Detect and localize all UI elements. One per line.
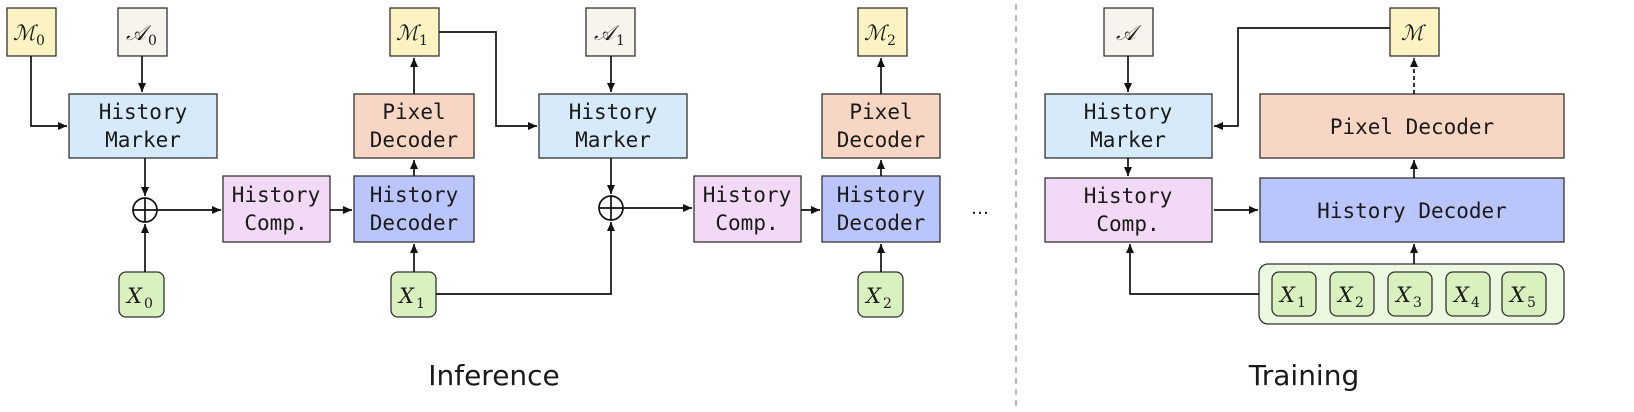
svg-text:3: 3 <box>1413 295 1422 311</box>
training-history-marker: History Marker <box>1044 93 1213 159</box>
svg-text:X: X <box>1508 283 1526 307</box>
svg-text:Marker: Marker <box>105 128 181 152</box>
svg-text:History: History <box>1084 100 1173 124</box>
mask-m-box: ℳ <box>1389 7 1440 57</box>
svg-text:History: History <box>99 100 188 124</box>
svg-text:0: 0 <box>36 33 45 49</box>
svg-text:History: History <box>703 183 792 207</box>
frame-x2-box: X 2 <box>1329 271 1375 317</box>
svg-text:History: History <box>837 183 926 207</box>
svg-text:0: 0 <box>144 296 153 312</box>
frame-x0-box: X 0 <box>118 271 165 318</box>
mask-m1-box: ℳ 1 <box>389 7 440 57</box>
svg-text:History: History <box>370 183 459 207</box>
svg-text:Comp.: Comp. <box>244 211 307 235</box>
history-compressor-2: History Comp. <box>693 175 802 243</box>
svg-text:5: 5 <box>1527 295 1536 311</box>
frame-x1-box: X 1 <box>390 271 437 318</box>
svg-text:1: 1 <box>416 296 425 312</box>
annotation-a1-box: 𝒜 1 <box>585 7 636 57</box>
circled-plus-icon <box>598 195 624 221</box>
training-history-decoder: History Decoder <box>1259 177 1565 243</box>
frame-sequence-group: X 1 X 2 X 3 X 4 X 5 <box>1258 263 1565 325</box>
svg-text:1: 1 <box>616 33 625 49</box>
svg-text:2: 2 <box>887 33 896 49</box>
svg-text:Comp.: Comp. <box>715 211 778 235</box>
svg-text:X: X <box>1452 283 1470 307</box>
mask-m0-box: ℳ 0 <box>6 7 57 57</box>
svg-text:ℳ: ℳ <box>1401 21 1427 45</box>
frame-x2-box: X 2 <box>857 271 904 318</box>
circled-plus-icon <box>132 197 158 223</box>
svg-text:Comp.: Comp. <box>1096 212 1159 236</box>
continuation-ellipsis: … <box>971 198 989 219</box>
pixel-decoder-1: Pixel Decoder <box>353 93 475 159</box>
svg-text:X: X <box>1394 283 1412 307</box>
training-connectors <box>1124 27 1418 295</box>
svg-text:X: X <box>1278 283 1296 307</box>
training-history-compressor: History Comp. <box>1044 177 1213 243</box>
svg-text:History: History <box>569 100 658 124</box>
svg-text:X: X <box>1336 283 1354 307</box>
frame-x5-box: X 5 <box>1501 271 1547 317</box>
svg-text:0: 0 <box>148 33 157 49</box>
svg-text:Marker: Marker <box>575 128 651 152</box>
svg-text:History Decoder: History Decoder <box>1317 199 1507 223</box>
svg-text:Decoder: Decoder <box>370 211 459 235</box>
annotation-a0-box: 𝒜 0 <box>117 7 168 57</box>
svg-text:History: History <box>232 183 321 207</box>
svg-text:4: 4 <box>1471 295 1480 311</box>
svg-text:Decoder: Decoder <box>837 211 926 235</box>
svg-text:History: History <box>1084 184 1173 208</box>
history-decoder-2: History Decoder <box>821 175 941 243</box>
training-pixel-decoder: Pixel Decoder <box>1259 93 1565 159</box>
svg-text:Marker: Marker <box>1090 128 1166 152</box>
pixel-decoder-2: Pixel Decoder <box>821 93 941 159</box>
inference-connectors <box>30 31 885 295</box>
svg-text:Decoder: Decoder <box>837 128 926 152</box>
svg-text:Pixel Decoder: Pixel Decoder <box>1330 115 1494 139</box>
history-compressor-1: History Comp. <box>222 175 331 243</box>
svg-text:1: 1 <box>1297 295 1306 311</box>
history-decoder-1: History Decoder <box>353 175 475 243</box>
frame-x4-box: X 4 <box>1445 271 1491 317</box>
history-marker-2: History Marker <box>538 93 688 159</box>
svg-text:Decoder: Decoder <box>370 128 459 152</box>
training-caption: Training <box>1248 359 1359 392</box>
svg-text:1: 1 <box>419 33 428 49</box>
svg-text:2: 2 <box>1355 295 1364 311</box>
training-section: 𝒜 ℳ History Marker History Comp. Pixel D… <box>1044 7 1565 392</box>
svg-text:X: X <box>397 284 415 308</box>
annotation-a-box: 𝒜 <box>1103 7 1154 57</box>
svg-text:ℳ: ℳ <box>13 21 39 45</box>
history-marker-1: History Marker <box>68 93 218 159</box>
frame-x1-box: X 1 <box>1271 271 1317 317</box>
svg-text:ℳ: ℳ <box>396 21 422 45</box>
mask-m2-box: ℳ 2 <box>857 7 908 57</box>
svg-text:2: 2 <box>883 296 892 312</box>
inference-section: ℳ 0 𝒜 0 ℳ 1 𝒜 1 ℳ 2 History Marker <box>6 7 989 392</box>
svg-text:X: X <box>125 284 143 308</box>
frame-x3-box: X 3 <box>1387 271 1433 317</box>
svg-text:Pixel: Pixel <box>849 100 912 124</box>
svg-text:ℳ: ℳ <box>864 21 890 45</box>
inference-caption: Inference <box>428 359 560 392</box>
svg-text:X: X <box>864 284 882 308</box>
svg-text:Pixel: Pixel <box>382 100 445 124</box>
